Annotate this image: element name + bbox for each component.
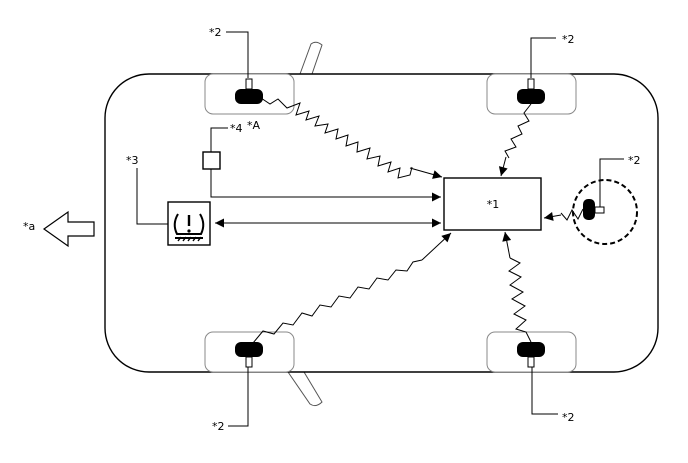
label-sensor-rear-right: *2 [562, 411, 575, 424]
wheel-rear-right [486, 331, 577, 373]
leader-switch [210, 127, 228, 152]
signal-rear-right [508, 257, 532, 343]
label-warning-light: *3 [126, 154, 139, 167]
arrow-left-icon [42, 210, 95, 248]
label-switch-note: *A [247, 119, 261, 132]
signal-spare [560, 208, 584, 221]
leader-front-right [530, 37, 556, 78]
switch-box [202, 151, 221, 170]
wheel-rear-left [204, 331, 295, 373]
switch-to-receiver-line [210, 169, 441, 202]
label-front-direction: *a [23, 220, 35, 233]
label-switch: *4 [230, 122, 243, 135]
leader-rear-left [228, 367, 249, 427]
wheel-front-right [486, 73, 577, 115]
label-sensor-rear-left: *2 [212, 420, 225, 433]
signal-front-left [257, 95, 413, 179]
label-sensor-spare: *2 [628, 154, 641, 167]
spare-tire [572, 179, 638, 245]
signal-front-right [504, 103, 532, 159]
leader-front-left [226, 31, 249, 78]
leader-rear-right [531, 367, 558, 415]
receiver-label: *1 [487, 198, 500, 211]
tpms-warning-icon [167, 201, 211, 246]
mirror-bottom [287, 371, 323, 407]
label-sensor-front-right: *2 [562, 33, 575, 46]
signal-rear-left [252, 259, 423, 344]
leader-warning [136, 168, 168, 225]
receiver-box [443, 177, 542, 231]
wheel-front-left [204, 73, 295, 115]
label-sensor-front-left: *2 [209, 26, 222, 39]
mirror-top [299, 41, 323, 75]
leader-spare [599, 158, 624, 207]
